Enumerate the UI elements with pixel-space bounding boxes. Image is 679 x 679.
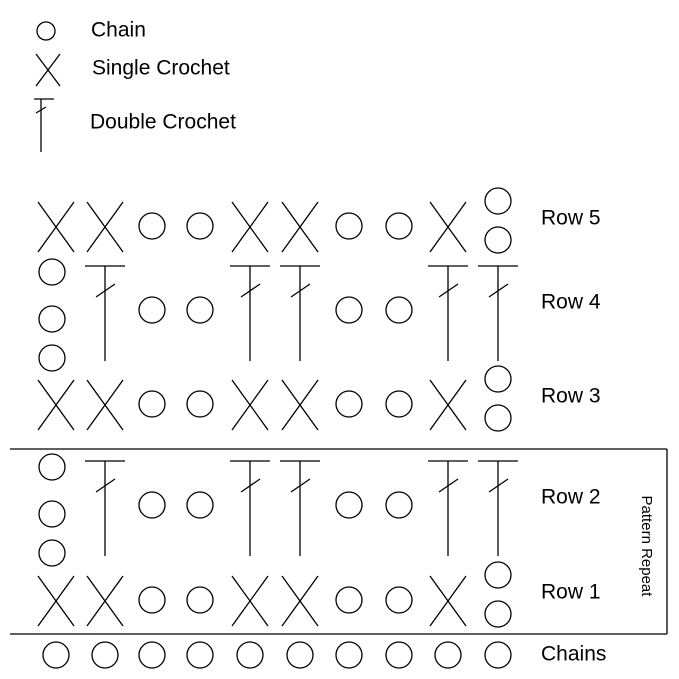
chain-icon	[186, 491, 214, 519]
legend-single-crochet-icon	[35, 53, 61, 87]
chain-icon	[484, 561, 512, 589]
chain-icon	[38, 344, 66, 372]
chain-icon	[335, 390, 363, 418]
chain-icon	[335, 586, 363, 614]
chain-icon	[385, 491, 413, 519]
chain-icon	[38, 305, 66, 333]
pattern-repeat-label: Pattern Repeat	[638, 496, 655, 598]
row-1: Row 5	[37, 187, 601, 254]
double-crochet-icon	[280, 460, 320, 556]
chain-icon	[138, 586, 166, 614]
chain-icon	[335, 641, 363, 669]
chain-icon	[42, 641, 70, 669]
single-crochet-icon	[86, 575, 124, 627]
single-crochet-icon	[231, 201, 269, 253]
chain-icon	[138, 641, 166, 669]
single-crochet-icon	[281, 379, 319, 431]
chain-icon	[335, 296, 363, 324]
chain-icon	[186, 641, 214, 669]
single-crochet-icon	[429, 575, 467, 627]
single-crochet-icon	[231, 575, 269, 627]
row-label: Row 4	[541, 291, 601, 314]
chain-icon	[484, 600, 512, 628]
legend-single-crochet-label: Single Crochet	[92, 57, 230, 80]
row-2: Row 4	[38, 258, 601, 372]
chain-icon	[484, 187, 512, 215]
double-crochet-icon	[478, 265, 518, 361]
chain-icon	[38, 500, 66, 528]
chain-icon	[484, 365, 512, 393]
chain-icon	[385, 390, 413, 418]
single-crochet-icon	[37, 575, 75, 627]
single-crochet-icon	[37, 201, 75, 253]
chain-icon	[335, 491, 363, 519]
chain-icon	[434, 641, 462, 669]
double-crochet-icon	[478, 460, 518, 556]
chain-icon	[236, 641, 264, 669]
row-6: Chains	[42, 641, 606, 669]
chain-icon	[385, 212, 413, 240]
chain-icon	[38, 539, 66, 567]
single-crochet-icon	[281, 201, 319, 253]
double-crochet-icon	[85, 460, 125, 556]
double-crochet-icon	[428, 460, 468, 556]
legend-double-crochet-label: Double Crochet	[90, 111, 236, 134]
chain-icon	[138, 296, 166, 324]
single-crochet-icon	[429, 201, 467, 253]
single-crochet-icon	[86, 201, 124, 253]
chain-icon	[484, 641, 512, 669]
double-crochet-icon	[428, 265, 468, 361]
legend-chain-label: Chain	[91, 19, 146, 42]
chain-icon	[91, 641, 119, 669]
chain-icon	[138, 491, 166, 519]
chain-icon	[186, 586, 214, 614]
row-label: Chains	[541, 643, 606, 666]
single-crochet-icon	[37, 379, 75, 431]
row-label: Row 3	[541, 385, 601, 408]
single-crochet-icon	[231, 379, 269, 431]
chain-icon	[186, 390, 214, 418]
chain-icon	[138, 212, 166, 240]
chain-icon	[484, 226, 512, 254]
row-label: Row 2	[541, 486, 601, 509]
legend: Chain Single Crochet Double Crochet	[34, 19, 236, 152]
row-5: Row 1	[37, 561, 601, 628]
chain-icon	[385, 586, 413, 614]
single-crochet-icon	[86, 379, 124, 431]
chain-icon	[186, 212, 214, 240]
chain-icon	[38, 453, 66, 481]
single-crochet-icon	[281, 575, 319, 627]
chain-icon	[186, 296, 214, 324]
double-crochet-icon	[280, 265, 320, 361]
single-crochet-icon	[429, 379, 467, 431]
double-crochet-icon	[230, 265, 270, 361]
legend-double-crochet-icon	[34, 98, 54, 152]
legend-chain-icon	[36, 21, 56, 41]
row-3: Row 3	[37, 365, 601, 432]
row-label: Row 1	[541, 581, 601, 604]
double-crochet-icon	[230, 460, 270, 556]
chain-icon	[38, 258, 66, 286]
pattern-repeat-bracket: Pattern Repeat	[10, 448, 668, 635]
row-4: Row 2	[38, 453, 601, 567]
chain-icon	[484, 404, 512, 432]
chain-icon	[385, 641, 413, 669]
chain-icon	[286, 641, 314, 669]
chain-icon	[385, 296, 413, 324]
row-label: Row 5	[541, 207, 601, 230]
stitch-rows: Row 5 Row 4 Row 3 Row 2 Row 1 Chains	[37, 187, 606, 669]
double-crochet-icon	[85, 265, 125, 361]
chain-icon	[138, 390, 166, 418]
chain-icon	[335, 212, 363, 240]
